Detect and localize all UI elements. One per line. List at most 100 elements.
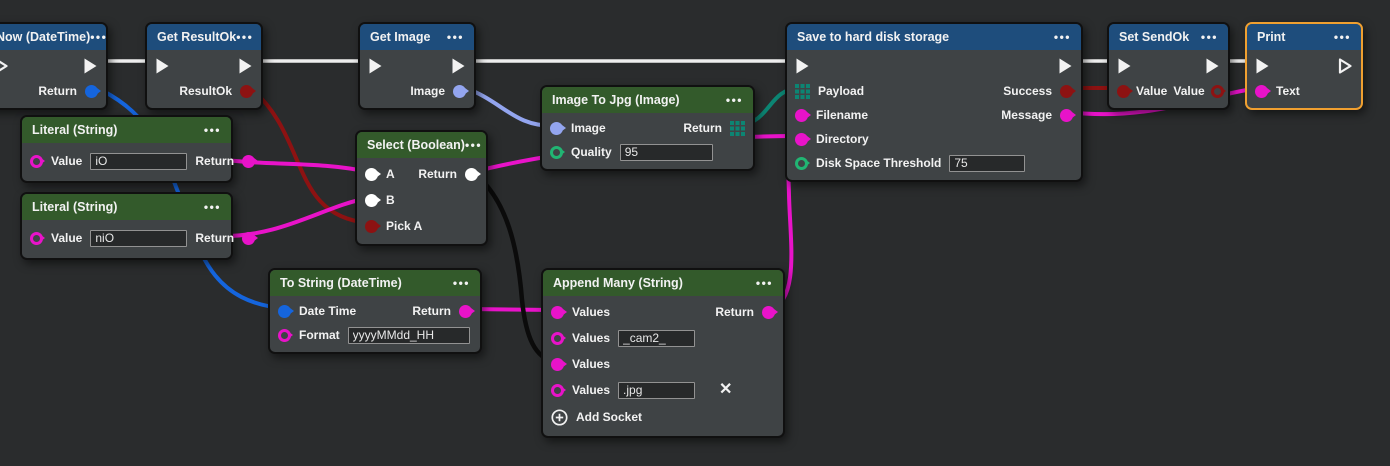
- node-header[interactable]: Append Many (String) •••: [543, 270, 783, 296]
- node-get-image[interactable]: Get Image ••• Image: [358, 22, 476, 110]
- node-header[interactable]: Save to hard disk storage •••: [787, 24, 1081, 50]
- format-field[interactable]: [347, 326, 470, 344]
- wire-literalio-to-a[interactable]: [216, 157, 371, 174]
- output-socket-return[interactable]: [459, 304, 472, 318]
- output-socket-return[interactable]: [242, 231, 256, 245]
- output-socket-return[interactable]: [465, 167, 478, 181]
- node-append-many-string[interactable]: Append Many (String) ••• Values Return V…: [541, 268, 785, 438]
- output-socket-value[interactable]: [1210, 84, 1224, 98]
- input-socket-value[interactable]: [1117, 84, 1130, 98]
- node-literal-string-io[interactable]: Literal (String) ••• Value Return: [20, 115, 256, 183]
- input-socket-value[interactable]: [30, 231, 43, 245]
- input-socket-text[interactable]: [1255, 84, 1268, 98]
- node-menu-icon[interactable]: •••: [90, 30, 108, 44]
- input-socket-filename[interactable]: [795, 108, 808, 122]
- exec-in-pin[interactable]: [0, 57, 9, 75]
- disk-space-threshold-field[interactable]: [949, 154, 1026, 172]
- node-header[interactable]: To String (DateTime) •••: [270, 270, 480, 296]
- input-socket-values-2[interactable]: [551, 331, 564, 345]
- node-menu-icon[interactable]: •••: [755, 276, 773, 290]
- node-title: Now (DateTime): [0, 30, 91, 44]
- output-socket-return[interactable]: [242, 154, 256, 168]
- node-title: Select (Boolean): [367, 138, 465, 152]
- exec-in-pin[interactable]: [1255, 57, 1270, 75]
- input-label-disk-space-threshold: Disk Space Threshold: [816, 156, 942, 170]
- exec-out-pin[interactable]: [1338, 57, 1353, 75]
- wire-select-to-values3[interactable]: [470, 169, 558, 365]
- output-socket-resultok[interactable]: [240, 84, 253, 98]
- node-menu-icon[interactable]: •••: [1053, 30, 1071, 44]
- exec-out-pin[interactable]: [83, 57, 98, 75]
- node-header[interactable]: Literal (String) •••: [22, 194, 231, 220]
- exec-out-pin[interactable]: [451, 57, 466, 75]
- node-header[interactable]: Get ResultOk •••: [147, 24, 261, 50]
- exec-out-pin[interactable]: [1205, 57, 1220, 75]
- node-header[interactable]: Select (Boolean) •••: [357, 132, 486, 158]
- node-set-sendok[interactable]: Set SendOk ••• Value Value: [1107, 22, 1230, 110]
- node-header[interactable]: Get Image •••: [360, 24, 474, 50]
- output-socket-success[interactable]: [1060, 84, 1073, 98]
- node-menu-icon[interactable]: •••: [236, 30, 254, 44]
- add-socket-button[interactable]: Add Socket: [543, 403, 783, 431]
- node-literal-string-nio[interactable]: Literal (String) ••• Value Return: [20, 192, 256, 260]
- values-2-field[interactable]: [618, 329, 696, 347]
- node-header[interactable]: Set SendOk •••: [1109, 24, 1228, 50]
- wire-literalnio-to-b[interactable]: [216, 196, 371, 239]
- node-menu-icon[interactable]: •••: [464, 138, 483, 152]
- node-menu-icon[interactable]: •••: [1200, 30, 1218, 44]
- node-to-string-datetime[interactable]: To String (DateTime) ••• Date Time Retur…: [268, 268, 482, 354]
- node-now-datetime[interactable]: Now (DateTime) ••• Return: [0, 22, 108, 110]
- value-field[interactable]: [90, 152, 188, 170]
- node-header[interactable]: Now (DateTime) •••: [0, 24, 106, 50]
- input-socket-format[interactable]: [278, 328, 291, 342]
- node-print[interactable]: Print ••• Text: [1245, 22, 1363, 110]
- node-menu-icon[interactable]: •••: [1333, 30, 1351, 44]
- node-header[interactable]: Literal (String) •••: [22, 117, 231, 143]
- wire-resultok-to-picka[interactable]: [246, 84, 371, 225]
- node-header[interactable]: Print •••: [1247, 24, 1361, 50]
- input-socket-payload-bytes-grid-icon[interactable]: [795, 83, 810, 99]
- input-socket-pick-a[interactable]: [365, 219, 378, 233]
- node-menu-icon[interactable]: •••: [452, 276, 470, 290]
- value-field[interactable]: [90, 229, 188, 247]
- delete-socket-icon[interactable]: ✕: [719, 381, 733, 398]
- input-label-format: Format: [299, 328, 340, 342]
- quality-field[interactable]: [619, 143, 713, 161]
- exec-out-pin[interactable]: [1058, 57, 1073, 75]
- output-socket-image[interactable]: [453, 84, 466, 98]
- node-get-resultok[interactable]: Get ResultOk ••• ResultOk: [145, 22, 263, 110]
- node-menu-icon[interactable]: •••: [446, 30, 464, 44]
- exec-in-pin[interactable]: [795, 57, 810, 75]
- node-image-to-jpg[interactable]: Image To Jpg (Image) ••• Image Return Qu…: [540, 85, 755, 171]
- output-label-return: Return: [195, 154, 235, 168]
- node-menu-icon[interactable]: •••: [725, 93, 743, 107]
- node-select-boolean[interactable]: Select (Boolean) ••• A Return B Pick A: [355, 130, 488, 246]
- exec-out-pin[interactable]: [238, 57, 253, 75]
- output-socket-message[interactable]: [1060, 108, 1073, 122]
- input-socket-date-time[interactable]: [278, 304, 291, 318]
- add-socket-icon: [551, 408, 568, 426]
- node-save-to-hard-disk-storage[interactable]: Save to hard disk storage ••• Payload Su…: [785, 22, 1083, 182]
- exec-in-pin[interactable]: [1117, 57, 1132, 75]
- input-socket-values-4[interactable]: [551, 383, 564, 397]
- input-socket-values-1[interactable]: [551, 305, 564, 319]
- exec-in-pin[interactable]: [155, 57, 170, 75]
- node-menu-icon[interactable]: •••: [203, 200, 221, 214]
- output-socket-return-bytes-grid-icon[interactable]: [730, 120, 745, 136]
- input-socket-disk-space-threshold[interactable]: [795, 156, 808, 170]
- output-socket-return[interactable]: [85, 84, 98, 98]
- exec-in-pin[interactable]: [368, 57, 383, 75]
- input-socket-quality[interactable]: [550, 145, 563, 159]
- input-socket-values-3[interactable]: [551, 357, 564, 371]
- input-socket-image[interactable]: [550, 121, 563, 135]
- input-socket-a[interactable]: [365, 167, 378, 181]
- input-label-a: A: [386, 167, 395, 181]
- values-4-field[interactable]: [618, 381, 696, 399]
- node-header[interactable]: Image To Jpg (Image) •••: [542, 87, 753, 113]
- input-socket-value[interactable]: [30, 154, 43, 168]
- output-socket-return[interactable]: [762, 305, 775, 319]
- input-socket-directory[interactable]: [795, 132, 808, 146]
- input-socket-b[interactable]: [365, 193, 378, 207]
- node-menu-icon[interactable]: •••: [203, 123, 221, 137]
